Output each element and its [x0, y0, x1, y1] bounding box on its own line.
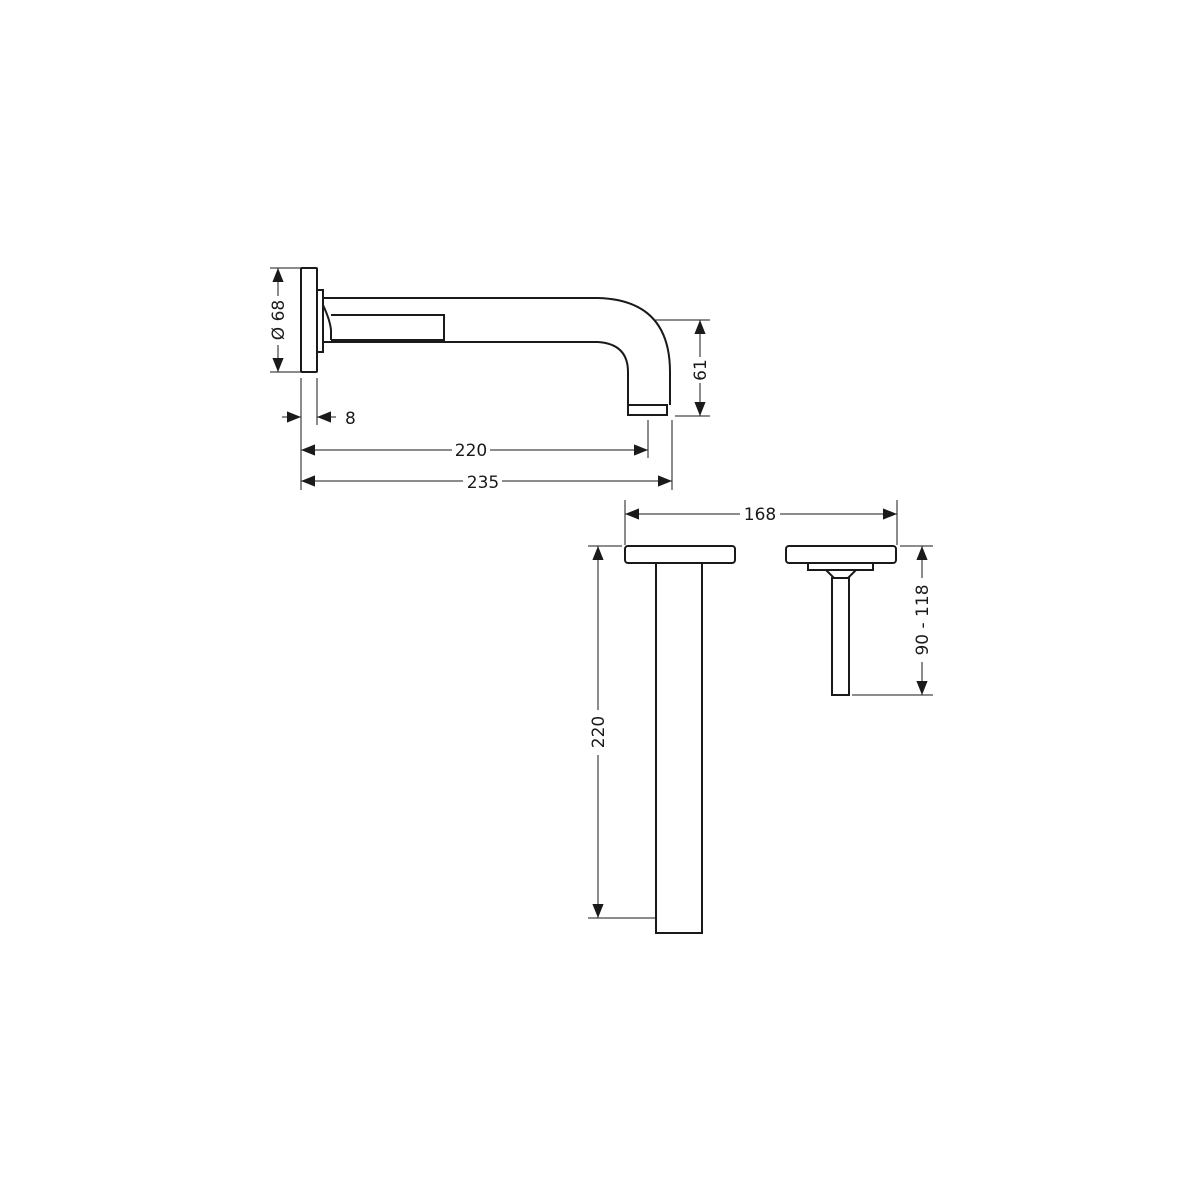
- dimension-flange-diameter: Ø 68: [269, 267, 301, 373]
- dimension-handle-range: 90 - 118: [852, 545, 933, 696]
- dim-label-spout-body-length: 220: [589, 716, 609, 748]
- dim-label-center-distance: 168: [744, 505, 776, 525]
- spout-aerator: [627, 404, 668, 416]
- front-view: [624, 545, 897, 934]
- flange-collar: [316, 289, 324, 353]
- dim-label-handle-range: 90 - 118: [913, 584, 933, 655]
- dim-label-flange-depth: 8: [345, 409, 356, 429]
- spout-cover-plate: [624, 545, 736, 564]
- dim-label-projection-outlet: 220: [455, 441, 487, 461]
- dimension-projection-total: 235: [301, 420, 673, 493]
- handle-stem: [831, 577, 850, 696]
- spout-side-view: [300, 267, 671, 416]
- dim-label-flange-diameter: Ø 68: [269, 300, 289, 340]
- dimension-center-distance: 168: [624, 500, 898, 545]
- dim-label-spout-height: 61: [691, 359, 711, 381]
- spout-body-tube: [655, 562, 703, 934]
- dim-label-projection-total: 235: [467, 473, 499, 493]
- handle-mount: [807, 563, 874, 579]
- dimension-spout-body-length: 220: [588, 545, 656, 919]
- dimension-flange-depth: 8: [282, 378, 356, 490]
- dimension-projection-outlet: 220: [301, 420, 649, 461]
- spout-inner-detail: [322, 304, 445, 341]
- wall-flange: [300, 267, 318, 373]
- dimension-spout-height: 61: [655, 319, 711, 417]
- handle-cover-plate: [785, 545, 897, 564]
- spout-body: [323, 297, 671, 405]
